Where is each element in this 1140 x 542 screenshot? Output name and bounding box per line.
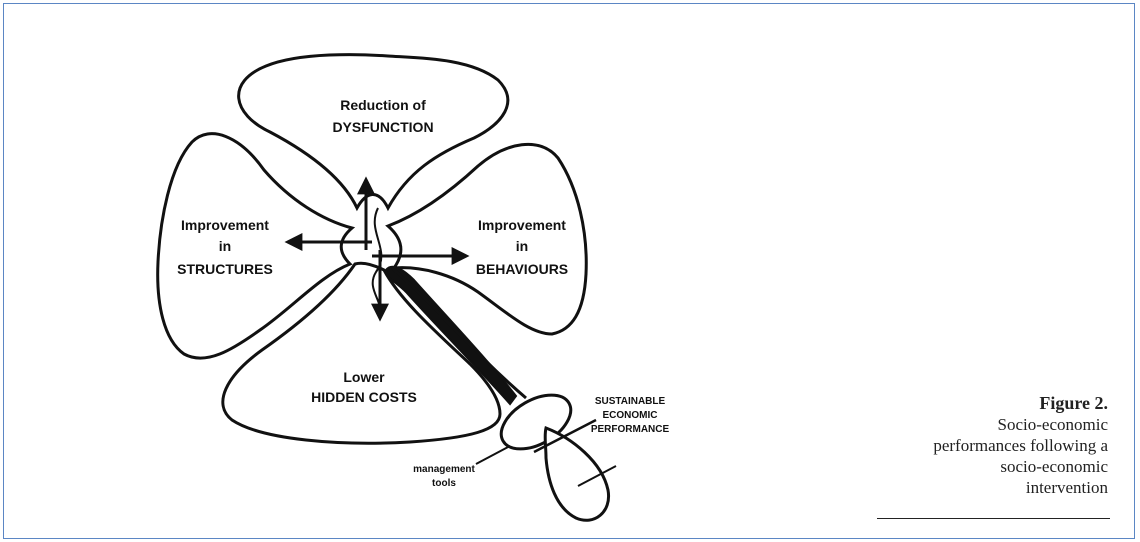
stem-outline	[391, 266, 527, 400]
top-petal-shape	[237, 53, 510, 212]
right-petal-line2: in	[516, 238, 528, 254]
performance-label-line2: ECONOMIC	[603, 410, 658, 421]
right-tick-line	[577, 465, 617, 487]
bottom-petal-line1: Lower	[343, 369, 385, 385]
left-petal-line3: STRUCTURES	[177, 261, 273, 277]
performance-label-line3: PERFORMANCE	[591, 424, 670, 435]
top-petal-line2: DYSFUNCTION	[332, 119, 433, 135]
performance-label-line1: SUSTAINABLE	[595, 396, 666, 407]
left-petal-line1: Improvement	[181, 217, 269, 233]
figure-frame	[3, 3, 1135, 539]
performance-bulb	[543, 425, 611, 522]
management-tools-line	[475, 445, 511, 465]
right-petal-shape	[385, 142, 588, 336]
left-petal-shape	[156, 132, 356, 360]
caption-line4: intervention	[1025, 478, 1108, 497]
figure-number: Figure 2.	[1039, 393, 1108, 413]
center-curve	[371, 207, 383, 313]
management-tools-line2: tools	[432, 478, 456, 489]
bottom-petal-shape	[221, 261, 502, 445]
caption-line2: performances following a	[933, 436, 1108, 455]
management-tools-line1: management	[413, 464, 475, 475]
top-petal-line1: Reduction of	[340, 97, 426, 113]
bottom-petal-line2: HIDDEN COSTS	[311, 389, 417, 405]
left-petal-line2: in	[219, 238, 231, 254]
right-petal-line1: Improvement	[478, 217, 566, 233]
right-petal-line3: BEHAVIOURS	[476, 261, 568, 277]
caption-line1: Socio-economic	[997, 415, 1108, 434]
performance-bar	[533, 418, 597, 454]
caption-rule	[877, 518, 1110, 519]
caption-line3: socio-economic	[1000, 457, 1108, 476]
stem-shape	[384, 265, 518, 406]
figure-caption: Figure 2. Socio-economic performances fo…	[878, 392, 1108, 498]
